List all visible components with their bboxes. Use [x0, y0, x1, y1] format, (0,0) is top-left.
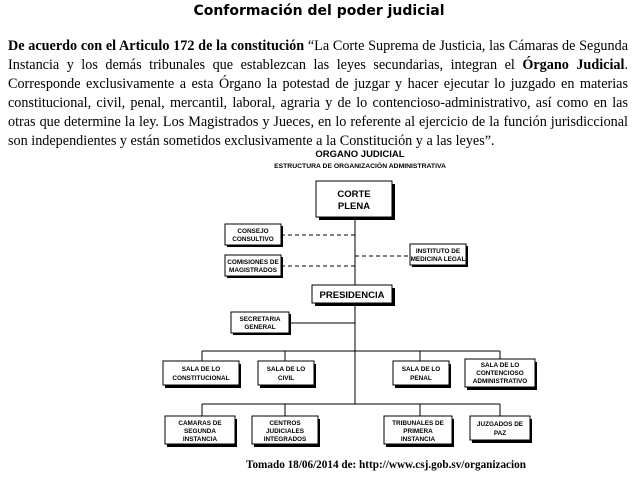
- sala-cont-line-3: ADMINISTRATIVO: [473, 378, 528, 385]
- corte-line-2: PLENA: [338, 201, 370, 212]
- sala-const-line-1: SALA DE LO: [182, 366, 220, 373]
- box-comisiones-magistrados: [224, 254, 282, 277]
- org-chart: ORGANO JUDICIAL ESTRUCTURA DE ORGANIZACI…: [150, 146, 570, 477]
- secretaria-line-2: GENERAL: [244, 324, 275, 331]
- camaras-line-3: INSTANCIA: [183, 436, 218, 443]
- comisiones-line-2: MAGISTRADOS: [229, 267, 278, 274]
- camaras-line-2: SEGUNDA: [184, 428, 216, 435]
- juzgados-line-1: JUZGADOS DE: [477, 421, 524, 428]
- presidencia-label: PRESIDENCIA: [320, 290, 385, 301]
- box-secretaria-general: [230, 311, 290, 334]
- org-chart-subheading: ESTRUCTURA DE ORGANIZACIÓN ADMINISTRATIV…: [274, 161, 446, 170]
- paragraph-organo: Órgano Judicial: [522, 57, 625, 73]
- box-sala-constitucional: [162, 360, 240, 386]
- sala-civil-line-1: SALA DE LO: [267, 366, 305, 373]
- box-sala-contencioso: [464, 358, 536, 388]
- box-consejo-consultivo: [224, 223, 282, 246]
- org-chart-heading: ORGANO JUDICIAL: [315, 149, 404, 160]
- sala-cont-line-2: CONTENCIOSO: [476, 370, 524, 377]
- sala-penal-line-2: PENAL: [410, 375, 432, 382]
- instituto-line-2: MEDICINA LEGAL: [411, 256, 466, 263]
- box-sala-civil: [257, 360, 315, 386]
- tribunales-line-3: INSTANCIA: [401, 436, 436, 443]
- sala-penal-line-1: SALA DE LO: [402, 366, 440, 373]
- org-chart-svg: ORGANO JUDICIAL ESTRUCTURA DE ORGANIZACI…: [162, 149, 537, 471]
- instituto-line-1: INSTITUTO DE: [416, 248, 461, 255]
- box-tribunales-primera-instancia: [383, 415, 453, 445]
- secretaria-line-1: SECRETARIA: [239, 316, 280, 323]
- paragraph-text-1: “La Corte Suprema de Justicia, las Cámar…: [8, 38, 628, 73]
- juzgados-line-2: PAZ: [494, 430, 506, 437]
- centros-line-2: JUDICIALES: [266, 428, 305, 435]
- box-presidencia: [311, 284, 393, 304]
- box-corte-plena: [315, 180, 393, 218]
- box-juzgados-paz: [469, 415, 531, 441]
- corte-line-1: CORTE: [337, 189, 370, 200]
- tribunales-line-1: TRIBUNALES DE: [392, 420, 445, 427]
- comisiones-line-1: COMISIONES DE: [227, 259, 279, 266]
- sala-cont-line-1: SALA DE LO: [481, 362, 519, 369]
- centros-line-3: INTEGRADOS: [264, 436, 307, 443]
- paragraph-lead: De acuerdo con el Articulo 172 de la con…: [8, 38, 305, 54]
- consejo-line-1: CONSEJO: [237, 228, 268, 235]
- camaras-line-1: CAMARAS DE: [178, 420, 222, 427]
- consejo-line-2: CONSULTIVO: [232, 236, 273, 243]
- sala-civil-line-2: CIVIL: [278, 375, 294, 382]
- page-title: Conformación del poder judicial: [193, 3, 445, 19]
- sala-const-line-2: CONSTITUCIONAL: [172, 375, 229, 382]
- box-sala-penal: [392, 360, 450, 386]
- centros-line-1: CENTROS: [269, 420, 301, 427]
- box-instituto-medicina-legal: [409, 243, 467, 266]
- box-centros-judiciales: [251, 415, 319, 445]
- box-camaras-segunda-instancia: [164, 415, 236, 445]
- paragraph-text-2: . Corresponde exclusivamente a esta Órga…: [8, 57, 628, 149]
- constitution-paragraph: De acuerdo con el Articulo 172 de la con…: [8, 37, 628, 151]
- tribunales-line-2: PRIMERA: [403, 428, 433, 435]
- org-chart-source: Tomado 18/06/2014 de: http://www.csj.gob…: [246, 459, 527, 471]
